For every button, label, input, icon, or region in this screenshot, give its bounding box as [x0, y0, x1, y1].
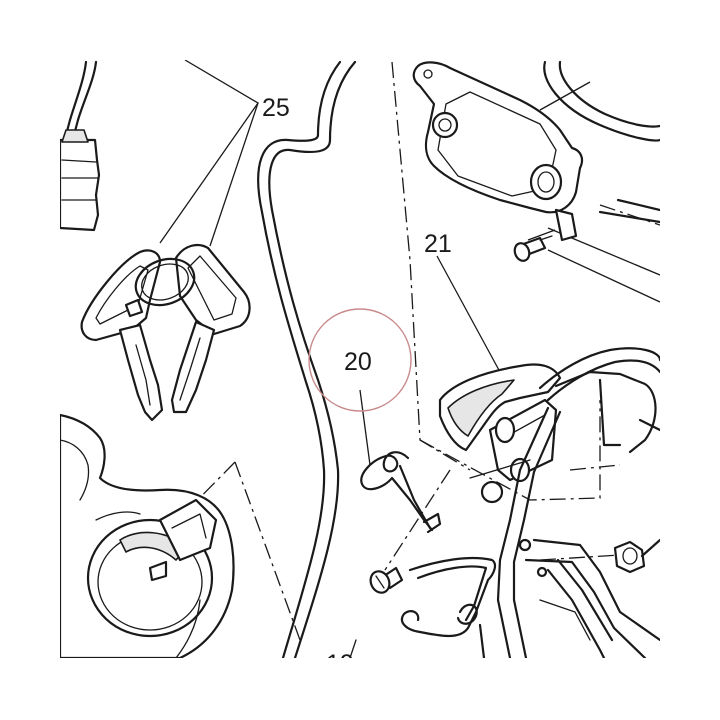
screw-19 — [349, 566, 404, 658]
ignition-keys — [80, 243, 251, 422]
callout-25: 25 — [262, 94, 290, 122]
fairing-panel-outline — [257, 60, 357, 658]
callout-20-highlight-ring — [308, 308, 412, 412]
callout-21: 21 — [424, 230, 452, 258]
upper-mounting-bracket — [412, 61, 584, 242]
callout-20: 20 — [344, 348, 372, 376]
frame-tube-right — [543, 60, 660, 224]
bracket-screw — [513, 235, 553, 262]
main-frame-loop — [496, 347, 660, 658]
nut — [613, 538, 660, 574]
spring-clip-lower — [400, 556, 497, 658]
cable-connector — [60, 60, 101, 232]
leader-lines — [159, 60, 660, 466]
steering-head-clamp — [60, 413, 235, 658]
spring-clip-20 — [360, 451, 442, 534]
callout-19: 19 — [326, 650, 354, 678]
lock-bracket-21 — [438, 363, 562, 504]
